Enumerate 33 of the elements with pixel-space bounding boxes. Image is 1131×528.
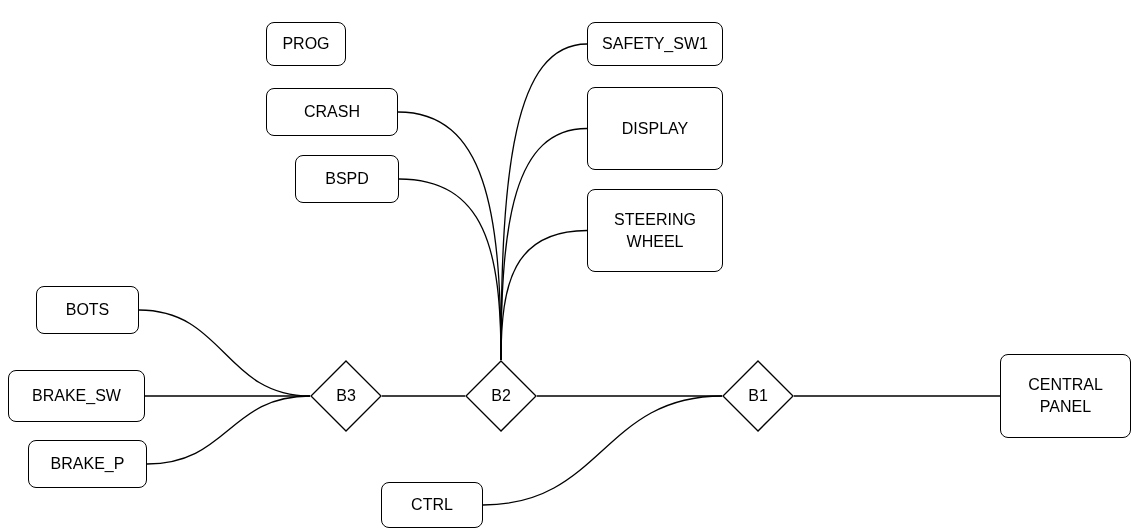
junction-diamond bbox=[465, 360, 537, 432]
process-box bbox=[587, 22, 723, 66]
process-box bbox=[266, 88, 398, 136]
process-box bbox=[8, 370, 145, 422]
node-label: BOTS bbox=[65, 300, 110, 320]
process-box bbox=[1000, 354, 1131, 438]
connector-line bbox=[500, 229, 588, 361]
junction-diamond bbox=[722, 360, 794, 432]
node-label: BRAKE_P bbox=[50, 454, 125, 474]
process-box bbox=[587, 87, 723, 170]
node-label: STEERING WHEEL bbox=[613, 209, 697, 252]
node-label: B1 bbox=[748, 386, 768, 406]
process-box bbox=[587, 189, 723, 272]
process-box bbox=[36, 286, 139, 334]
process-box bbox=[266, 22, 346, 66]
node-label: CRASH bbox=[304, 102, 360, 122]
connector-line bbox=[793, 395, 1001, 397]
process-box bbox=[295, 155, 399, 203]
node-label: BRAKE_SW bbox=[32, 386, 121, 406]
connector-line bbox=[146, 395, 311, 465]
process-box bbox=[381, 482, 483, 528]
connector-line bbox=[482, 395, 723, 506]
node-label: B3 bbox=[336, 386, 356, 406]
node-label: B2 bbox=[491, 386, 511, 406]
connector-line bbox=[381, 395, 466, 397]
process-box bbox=[28, 440, 147, 488]
node-label: SAFETY_SW1 bbox=[602, 34, 708, 54]
junction-diamond bbox=[310, 360, 382, 432]
node-label: DISPLAY bbox=[621, 118, 689, 139]
node-label: CENTRAL PANEL bbox=[1027, 375, 1104, 417]
node-label: PROG bbox=[282, 34, 330, 54]
node-label: CTRL bbox=[411, 495, 453, 515]
node-label: BSPD bbox=[325, 169, 369, 189]
